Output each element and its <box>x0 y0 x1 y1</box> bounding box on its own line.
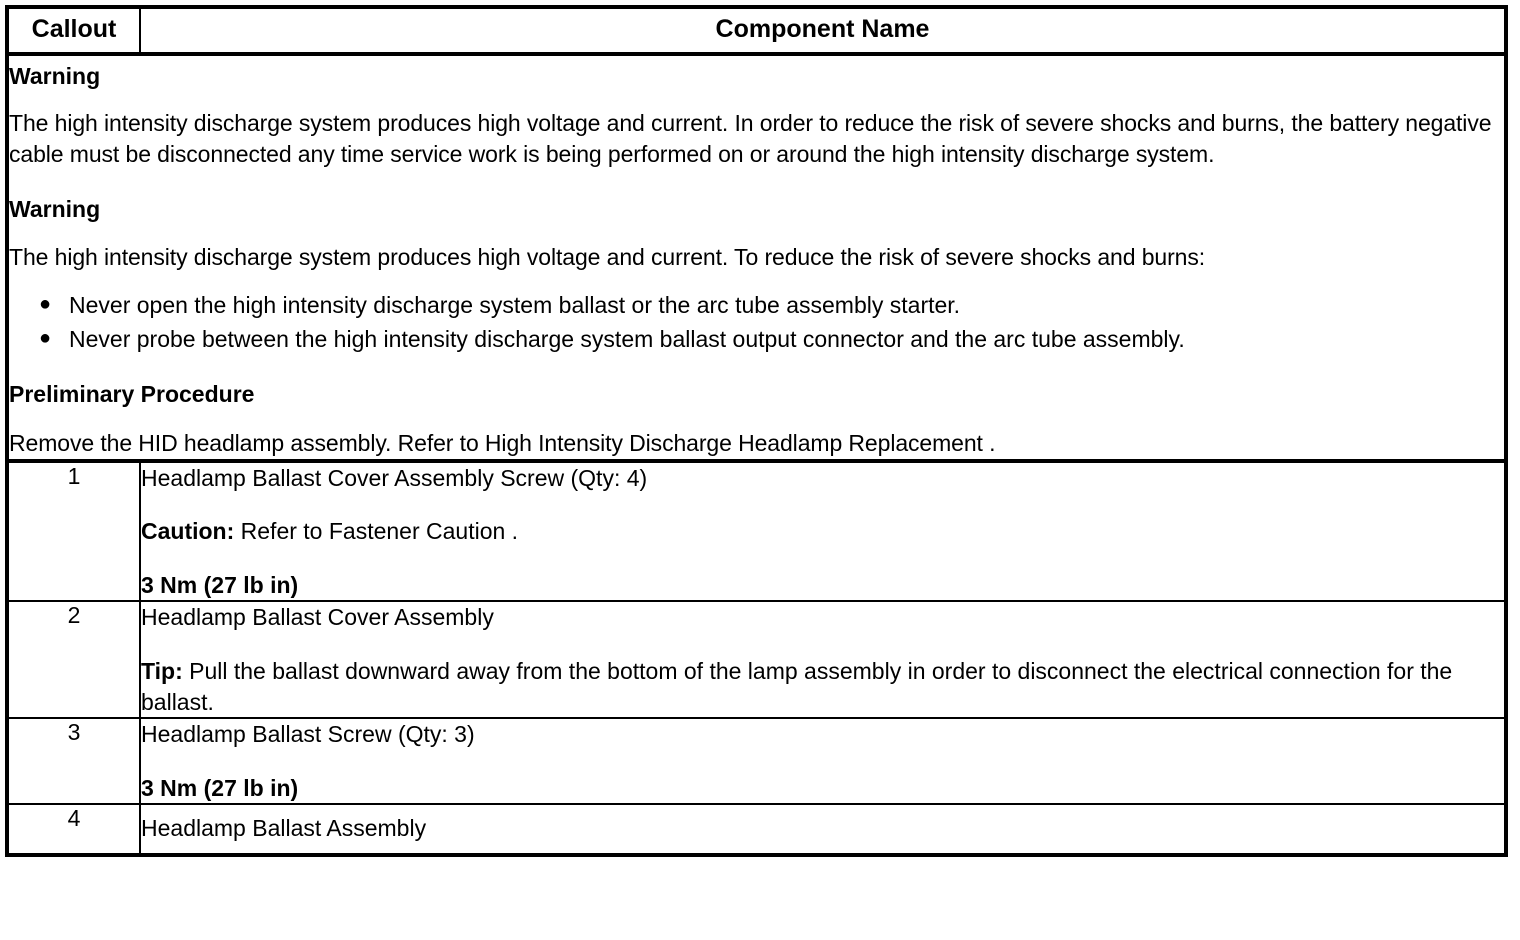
table-row: 3 Headlamp Ballast Screw (Qty: 3) 3 Nm (… <box>7 717 1506 805</box>
component-description: Headlamp Ballast Assembly <box>140 803 1506 855</box>
column-header-callout: Callout <box>7 7 141 56</box>
intro-block: Warning The high intensity discharge sys… <box>7 53 1506 463</box>
warning-2-text: The high intensity discharge system prod… <box>9 244 1206 271</box>
component-note: Caution: Refer to Fastener Caution . <box>141 516 1504 547</box>
warning-1-text: The high intensity discharge system prod… <box>9 110 1492 167</box>
callout-number: 4 <box>7 803 141 855</box>
note-text: Pull the ballast downward away from the … <box>141 657 1453 715</box>
component-callout-table: Callout Component Name Warning The high … <box>5 5 1508 857</box>
table-row: 4 Headlamp Ballast Assembly <box>7 803 1506 855</box>
table-row: 1 Headlamp Ballast Cover Assembly Screw … <box>7 459 1506 602</box>
preliminary-procedure-text: Remove the HID headlamp assembly. Refer … <box>9 430 996 457</box>
callout-number: 3 <box>7 717 141 805</box>
torque-spec: 3 Nm (27 lb in) <box>141 571 299 598</box>
component-title: Headlamp Ballast Assembly <box>141 815 427 842</box>
warning-1-heading: Warning <box>9 62 101 89</box>
warning-bullet-list: ● Never open the high intensity discharg… <box>9 289 1504 357</box>
list-item: ● Never open the high intensity discharg… <box>9 289 1504 323</box>
component-title: Headlamp Ballast Cover Assembly <box>141 604 494 631</box>
column-header-component-name: Component Name <box>140 7 1506 56</box>
list-item-text: Never probe between the high intensity d… <box>69 325 1185 352</box>
component-note: Tip: Pull the ballast downward away from… <box>141 656 1504 717</box>
table-row: 2 Headlamp Ballast Cover Assembly Tip: P… <box>7 600 1506 719</box>
component-description: Headlamp Ballast Cover Assembly Tip: Pul… <box>140 600 1506 719</box>
warning-2-heading: Warning <box>9 196 101 223</box>
torque-spec: 3 Nm (27 lb in) <box>141 774 299 801</box>
callout-number: 1 <box>7 459 141 602</box>
list-item: ● Never probe between the high intensity… <box>9 323 1504 357</box>
intro-row: Warning The high intensity discharge sys… <box>7 53 1506 463</box>
list-item-text: Never open the high intensity discharge … <box>69 291 961 318</box>
note-label: Tip: <box>141 657 183 684</box>
component-title: Headlamp Ballast Cover Assembly Screw (Q… <box>141 464 648 491</box>
note-label: Caution: <box>141 518 235 545</box>
note-text: Refer to Fastener Caution . <box>234 518 519 545</box>
component-description: Headlamp Ballast Screw (Qty: 3) 3 Nm (27… <box>140 717 1506 805</box>
table-header-row: Callout Component Name <box>7 7 1506 56</box>
component-title: Headlamp Ballast Screw (Qty: 3) <box>141 721 475 748</box>
bullet-icon: ● <box>39 326 52 349</box>
preliminary-procedure-heading: Preliminary Procedure <box>9 381 255 408</box>
component-description: Headlamp Ballast Cover Assembly Screw (Q… <box>140 459 1506 602</box>
bullet-icon: ● <box>39 292 52 315</box>
callout-number: 2 <box>7 600 141 719</box>
